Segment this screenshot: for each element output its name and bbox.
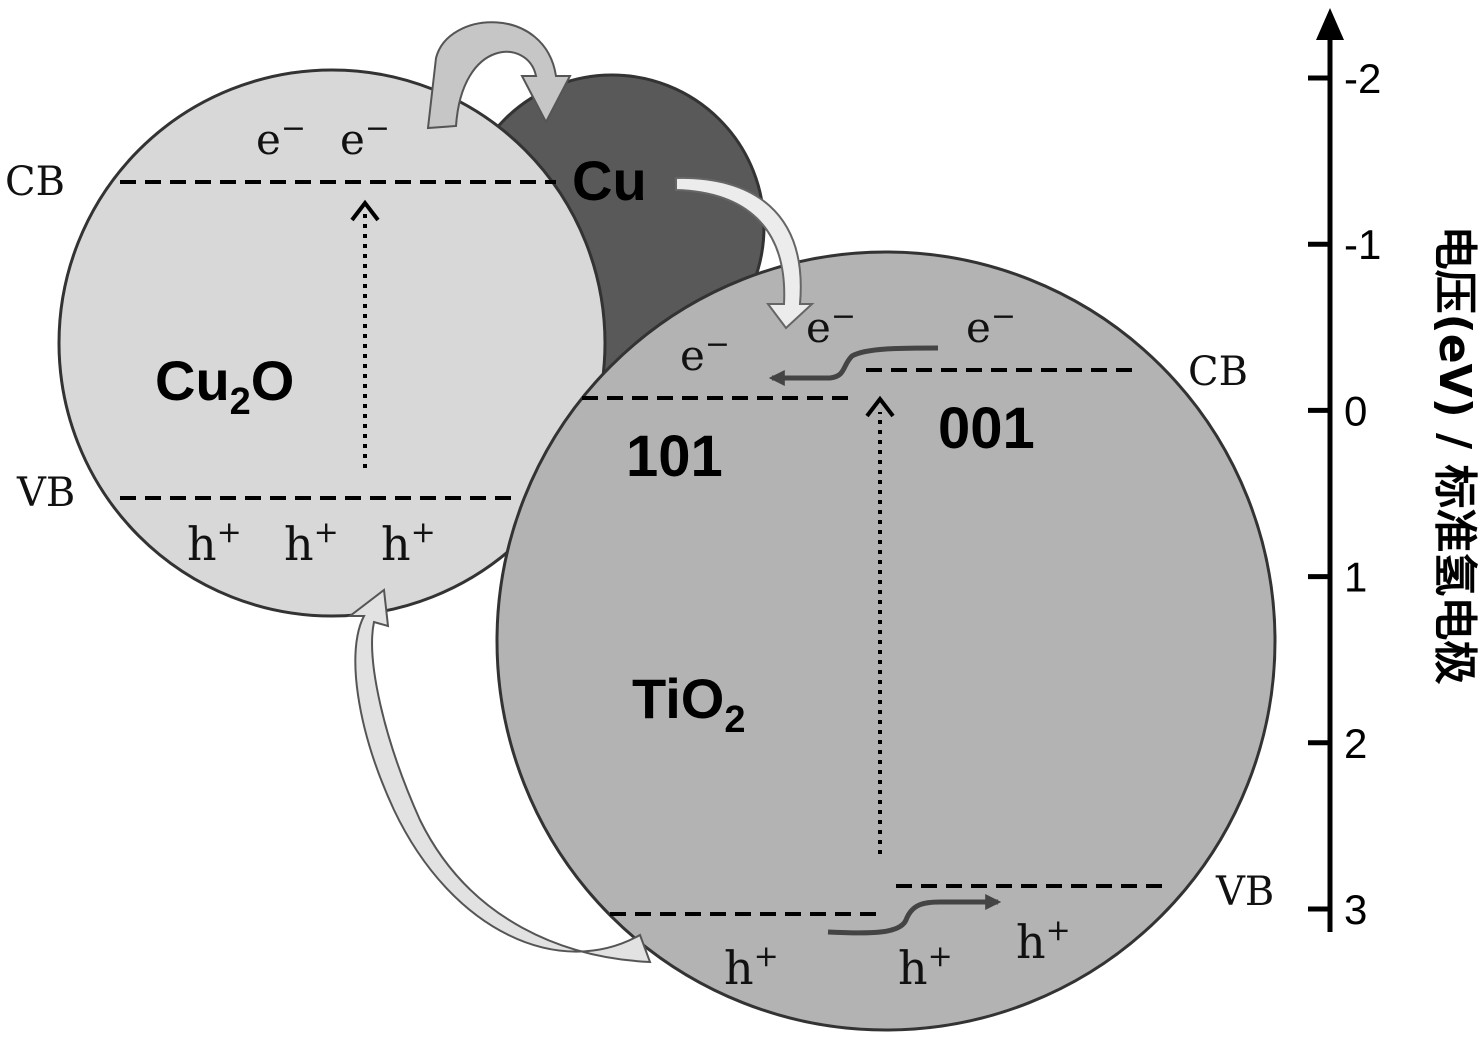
axis-tick-label: 3 xyxy=(1344,886,1367,933)
tio2-excitation-arrowhead xyxy=(865,395,895,418)
tio2-particle xyxy=(495,250,1277,1032)
cu2o-electron-1: e− xyxy=(256,111,306,164)
tio2-electron-3: e− xyxy=(966,299,1016,352)
facet-001-label: 001 xyxy=(938,396,1035,461)
tio2-vb-label: VB xyxy=(1215,869,1274,915)
axis-tick-label: 2 xyxy=(1344,720,1367,767)
cu2o-particle xyxy=(57,68,607,618)
tio2-electron-transfer-arrow xyxy=(768,345,939,387)
electron-transfer-arrow-cu2o-to-cu xyxy=(426,21,572,130)
axis-tick-label: 1 xyxy=(1344,554,1367,601)
potential-axis-arrowhead xyxy=(1316,8,1344,40)
cu2o-cb-label: CB xyxy=(5,159,65,205)
potential-axis-ticks: -2 -1 0 1 2 3 xyxy=(1308,55,1381,933)
axis-tick-label: -1 xyxy=(1344,221,1381,268)
cu2o-electron-2: e− xyxy=(340,111,390,164)
tio2-hole-3: h+ xyxy=(1016,913,1071,969)
tio2-hole-2: h+ xyxy=(898,939,953,995)
axis-tick-label: 0 xyxy=(1344,387,1367,434)
cu2o-hole-3: h+ xyxy=(381,515,436,571)
cu2o-excitation-arrowhead xyxy=(350,199,380,222)
facet-101-label: 101 xyxy=(626,424,723,489)
cu2o-vb-label: VB xyxy=(16,470,75,516)
electron-transfer-arrow-cu-to-tio2 xyxy=(675,176,815,330)
axis-tick-label: -2 xyxy=(1344,55,1381,102)
cu2o-label: Cu2O xyxy=(155,349,294,423)
potential-axis-label: 电压(eV) / 标准氢电极 xyxy=(1429,226,1480,685)
tio2-label: TiO2 xyxy=(632,667,745,741)
cu2o-hole-1: h+ xyxy=(187,515,242,571)
tio2-cb-label: CB xyxy=(1188,349,1248,395)
tio2-hole-1: h+ xyxy=(724,939,779,995)
cu2o-hole-2: h+ xyxy=(284,515,339,571)
tio2-hole-transfer-arrow xyxy=(827,893,1002,936)
tio2-electron-1: e− xyxy=(680,327,730,380)
cu-label: Cu xyxy=(572,149,647,212)
hole-transfer-arrow-tio2-to-cu2o xyxy=(347,588,652,964)
tio2-electron-2: e− xyxy=(806,299,856,352)
